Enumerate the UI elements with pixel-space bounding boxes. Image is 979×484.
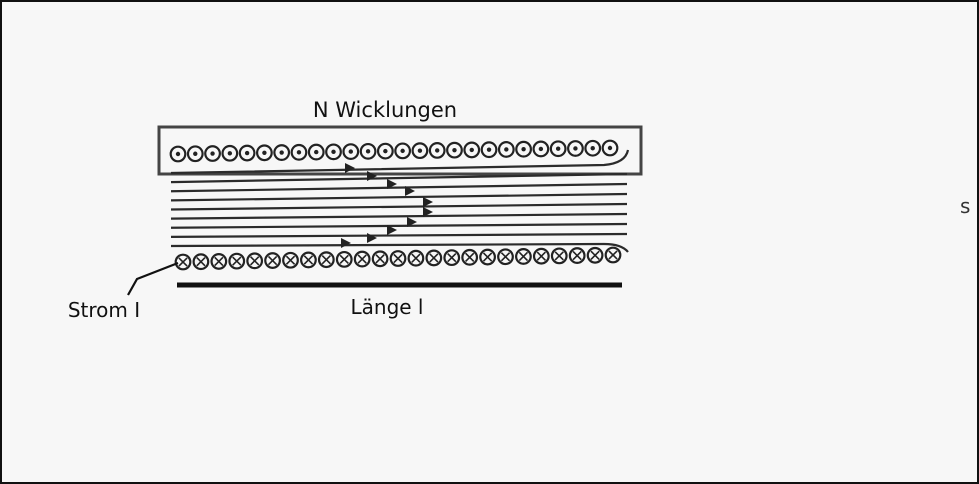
winding-dot xyxy=(376,142,394,160)
field-line xyxy=(170,172,628,184)
winding-cross xyxy=(550,247,568,265)
winding-dot xyxy=(394,142,412,160)
winding-cross xyxy=(353,250,371,268)
field-arrow-icon xyxy=(423,207,433,217)
field-arrow-icon xyxy=(341,238,351,248)
field-line xyxy=(170,222,628,229)
winding-cross xyxy=(461,248,479,266)
winding-dot xyxy=(601,139,619,157)
winding-cross xyxy=(497,248,514,266)
field-line xyxy=(170,192,628,202)
winding-cross xyxy=(532,247,550,265)
winding-dot xyxy=(480,141,498,159)
winding-dot xyxy=(221,144,239,162)
field-arrow-icon xyxy=(367,233,377,243)
bottom-windings xyxy=(174,246,622,271)
winding-cross xyxy=(443,249,461,267)
winding-cross xyxy=(407,249,425,267)
winding-dot xyxy=(342,143,360,161)
winding-dot xyxy=(359,142,377,160)
top-windings xyxy=(169,139,619,163)
winding-cross xyxy=(317,251,335,269)
winding-cross xyxy=(228,252,246,270)
winding-dot xyxy=(584,139,602,157)
winding-dot xyxy=(325,143,342,161)
winding-dot xyxy=(532,140,550,158)
winding-dot xyxy=(273,144,291,161)
cut-off-label: s xyxy=(960,194,970,218)
winding-dot xyxy=(549,140,567,158)
winding-dot xyxy=(238,144,256,162)
field-line xyxy=(170,242,629,253)
winding-cross xyxy=(282,251,299,269)
winding-cross xyxy=(479,248,496,266)
field-line xyxy=(170,232,628,238)
winding-dot xyxy=(204,145,221,162)
winding-dot xyxy=(463,141,481,159)
field-arrow-icon xyxy=(387,225,397,235)
winding-cross xyxy=(174,253,192,271)
field-arrow-icon xyxy=(345,163,355,173)
winding-cross xyxy=(192,253,210,271)
field-line xyxy=(170,212,628,220)
windings-label: N Wicklungen xyxy=(313,98,457,122)
current-label: Strom I xyxy=(68,298,140,322)
winding-dot xyxy=(411,142,429,160)
winding-cross xyxy=(604,246,622,264)
winding-cross xyxy=(568,247,586,264)
field-arrow-icon xyxy=(405,186,415,196)
winding-cross xyxy=(210,253,228,270)
winding-dot xyxy=(446,141,463,159)
current-leader-line xyxy=(127,261,179,296)
windings-box xyxy=(157,125,643,176)
winding-dot xyxy=(256,144,273,162)
field-line xyxy=(170,182,628,193)
winding-dot xyxy=(290,143,308,161)
field-lines xyxy=(170,149,630,253)
field-arrows xyxy=(341,163,433,248)
winding-dot xyxy=(567,140,584,157)
winding-dot xyxy=(497,141,515,158)
winding-dot xyxy=(186,145,204,163)
winding-cross xyxy=(371,250,389,268)
field-line xyxy=(170,149,630,175)
winding-cross xyxy=(425,249,443,267)
winding-cross xyxy=(246,252,264,270)
winding-dot xyxy=(428,141,446,159)
winding-cross xyxy=(335,250,353,268)
field-arrow-icon xyxy=(367,171,377,181)
winding-cross xyxy=(389,250,407,267)
field-arrow-icon xyxy=(423,197,433,207)
field-arrow-icon xyxy=(387,179,397,189)
winding-dot xyxy=(515,140,532,158)
length-label: Länge l xyxy=(351,295,424,319)
winding-cross xyxy=(264,252,281,269)
winding-cross xyxy=(300,251,317,269)
field-arrow-icon xyxy=(407,217,417,227)
winding-cross xyxy=(515,248,532,265)
winding-cross xyxy=(586,246,604,264)
field-line xyxy=(170,202,628,211)
winding-dot xyxy=(169,145,187,163)
winding-dot xyxy=(307,143,325,161)
